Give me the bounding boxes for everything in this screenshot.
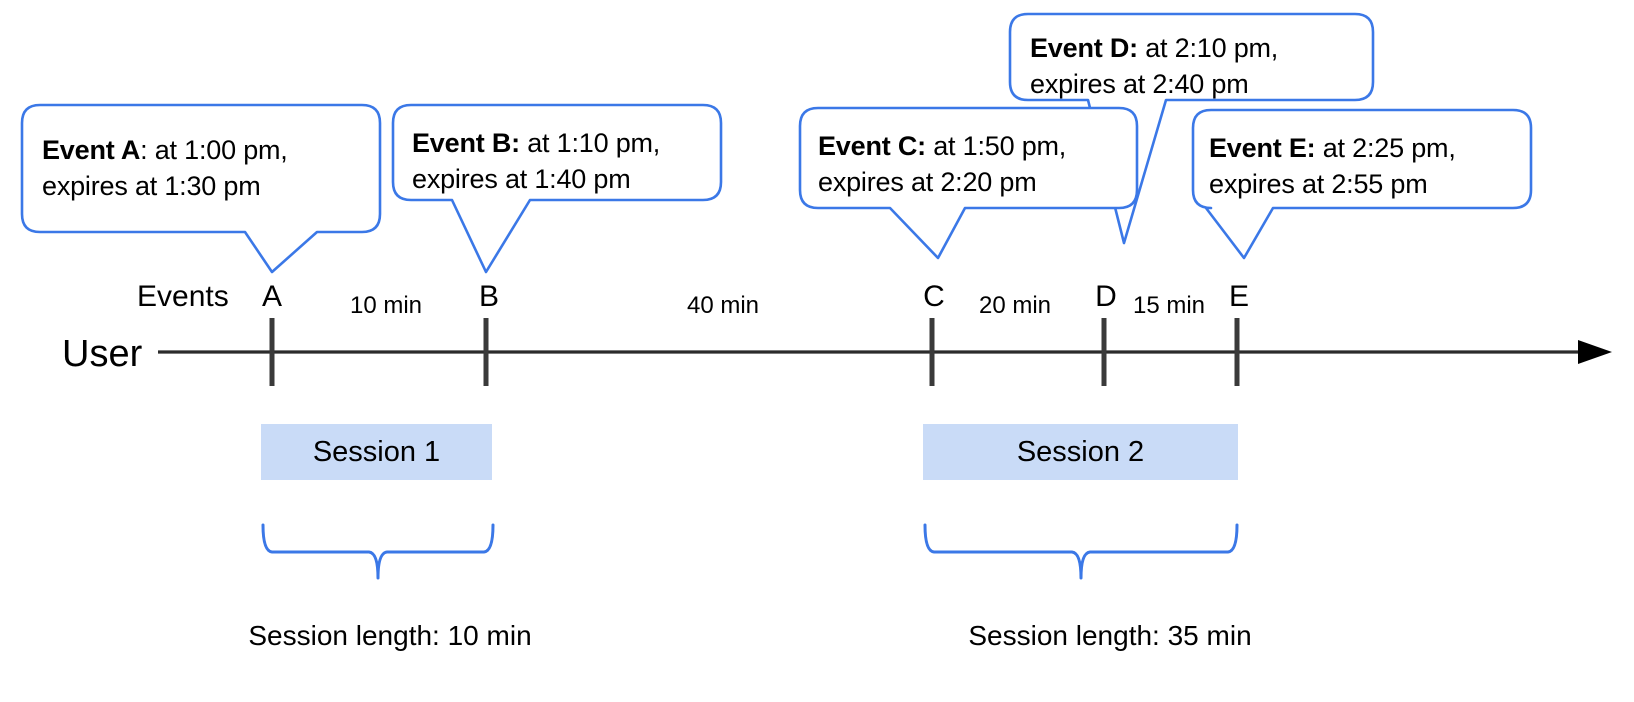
- session-length-label-1: Session length: 10 min: [248, 620, 532, 651]
- callout-shape-event-b: [391, 103, 723, 274]
- interval-label-de: 15 min: [1132, 292, 1206, 319]
- session-length-label-2: Session length: 35 min: [968, 620, 1252, 651]
- callout-e-bold: Event E:: [1209, 133, 1316, 163]
- callout-text-event-b: Event B: at 1:10 pm, expires at 1:40 pm: [412, 126, 660, 198]
- event-tick-marks: [269, 318, 1240, 386]
- event-label-d: D: [1095, 280, 1117, 313]
- interval-label-ab: 10 min: [349, 292, 423, 319]
- callout-shape-event-c: [798, 106, 1139, 260]
- event-label-a: A: [261, 280, 283, 313]
- callout-text-event-a: Event A: at 1:00 pm, expires at 1:30 pm: [42, 133, 288, 205]
- session-box-2: Session 2: [923, 424, 1238, 480]
- callout-a-bold: Event A: [42, 135, 141, 165]
- event-label-b: B: [478, 280, 500, 313]
- callout-b-line2: expires at 1:40 pm: [412, 163, 631, 194]
- timeline-axis: [158, 340, 1612, 364]
- callout-c-line2: expires at 2:20 pm: [818, 166, 1037, 197]
- callout-c-line1: at 1:50 pm,: [925, 131, 1067, 161]
- callout-e-line1: at 2:25 pm,: [1315, 133, 1456, 163]
- callout-text-event-e: Event E: at 2:25 pm, expires at 2:55 pm: [1209, 131, 1456, 203]
- callout-text-event-c: Event C: at 1:50 pm, expires at 2:20 pm: [818, 129, 1066, 201]
- session-brace-1: [261, 523, 495, 580]
- session-box-1: Session 1: [261, 424, 492, 480]
- interval-label-cd: 20 min: [978, 292, 1052, 319]
- user-actor-label: User: [62, 333, 143, 375]
- callout-a-line1: : at 1:00 pm,: [140, 135, 288, 165]
- callout-text-event-d: Event D: at 2:10 pm, expires at 2:40 pm: [1030, 31, 1278, 103]
- callout-d-line1: at 2:10 pm,: [1137, 33, 1279, 63]
- session-brace-2: [923, 523, 1239, 580]
- callout-d-bold: Event D:: [1030, 33, 1138, 63]
- callout-a-line2: expires at 1:30 pm: [42, 170, 261, 201]
- events-row-label: Events: [137, 280, 229, 313]
- callout-b-line1: at 1:10 pm,: [519, 128, 661, 158]
- callout-d-line2: expires at 2:40 pm: [1030, 68, 1249, 99]
- interval-label-bc: 40 min: [686, 292, 760, 319]
- callout-shape-event-e: [1191, 108, 1533, 260]
- callout-shape-event-a: [20, 103, 382, 274]
- event-label-e: E: [1228, 280, 1250, 313]
- event-label-c: C: [923, 280, 945, 313]
- callout-e-line2: expires at 2:55 pm: [1209, 168, 1428, 199]
- callout-shape-event-d: [1008, 12, 1375, 245]
- callout-b-bold: Event B:: [412, 128, 520, 158]
- callout-c-bold: Event C:: [818, 131, 926, 161]
